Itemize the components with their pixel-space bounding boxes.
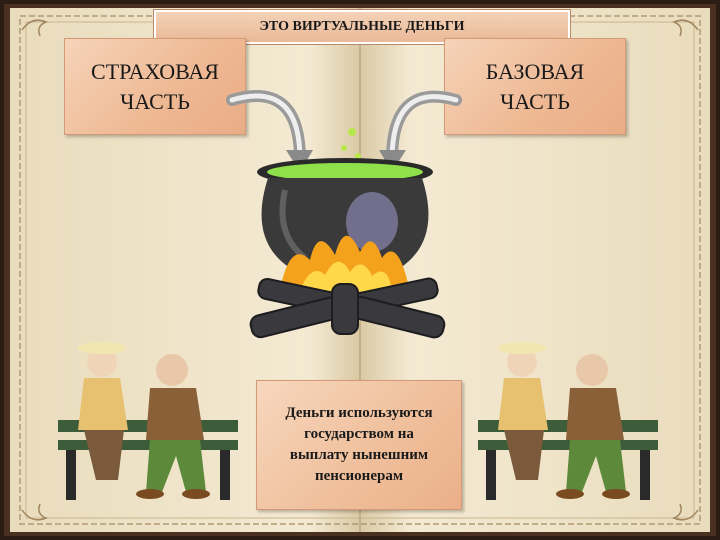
base-part-label: БАЗОВАЯ ЧАСТЬ — [485, 58, 585, 114]
insurance-part-label: СТРАХОВАЯ ЧАСТЬ — [91, 58, 219, 114]
explanation-panel: Деньги используются государством на выпл… — [256, 380, 462, 510]
insurance-part-panel: СТРАХОВАЯ ЧАСТЬ — [64, 38, 246, 135]
elderly-couple-right — [478, 342, 658, 500]
title-text: ЭТО ВИРТУАЛЬНЫЕ ДЕНЬГИ — [259, 19, 465, 34]
explanation-text: Деньги используются государством на выпл… — [285, 405, 433, 484]
cauldron-icon — [257, 128, 433, 268]
elderly-couple-left — [58, 342, 238, 500]
base-part-panel: БАЗОВАЯ ЧАСТЬ — [444, 38, 626, 135]
fire-icon — [249, 235, 446, 339]
